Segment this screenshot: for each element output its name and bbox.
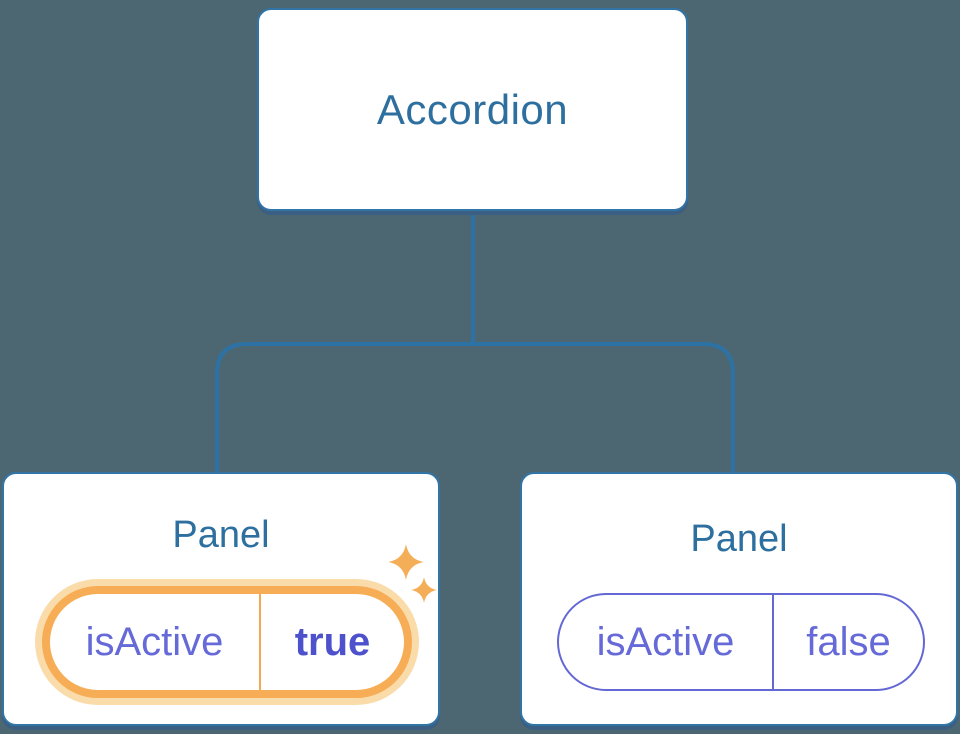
state-pill-active: isActive true <box>42 586 412 698</box>
panel-node-inactive: Panel isActive false <box>520 472 958 726</box>
accordion-node-title: Accordion <box>376 85 569 133</box>
panel-node-title: Panel <box>172 514 270 556</box>
state-value-label: true <box>294 620 371 664</box>
state-value-cell: true <box>261 594 404 690</box>
pill-divider <box>259 594 261 690</box>
accordion-node: Accordion <box>257 8 688 211</box>
connector-bracket <box>215 342 735 472</box>
pill-divider <box>772 595 774 689</box>
state-value-cell: false <box>774 595 923 689</box>
state-key-label: isActive <box>596 620 735 664</box>
state-pill-inactive: isActive false <box>557 593 925 691</box>
state-key-label: isActive <box>85 620 224 664</box>
state-key-cell: isActive <box>50 594 259 690</box>
panel-node-active: Panel isActive true <box>2 472 440 726</box>
state-key-cell: isActive <box>559 595 772 689</box>
state-value-label: false <box>806 620 891 664</box>
panel-node-title: Panel <box>690 518 788 560</box>
